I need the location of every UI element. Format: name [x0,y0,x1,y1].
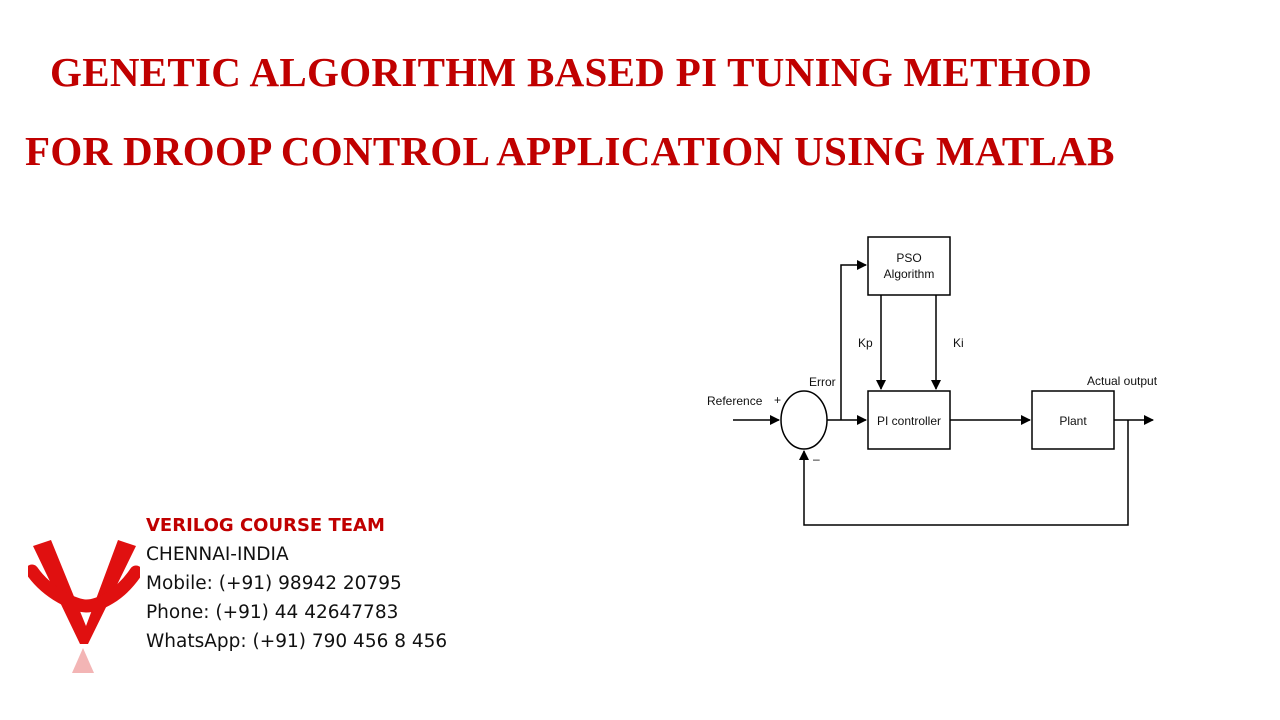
plant-label: Plant [1059,414,1087,428]
actual-output-label: Actual output [1087,374,1158,388]
pso-label-1: PSO [896,251,921,265]
kp-label: Kp [858,336,873,350]
whatsapp-text: WhatsApp: (+91) 790 456 8 456 [146,631,448,652]
verilog-logo-icon [28,540,140,673]
mobile-text: Mobile: (+91) 98942 20795 [146,573,402,594]
minus-sign: – [813,452,820,466]
pso-block [867,236,951,296]
phone-text: Phone: (+91) 44 42647783 [146,602,399,623]
title-line-2: FOR DROOP CONTROL APPLICATION USING MATL… [25,128,1115,174]
title-line-1: GENETIC ALGORITHM BASED PI TUNING METHOD [50,49,1093,95]
error-to-pso-arrow [840,260,867,420]
location-text: CHENNAI-INDIA [146,544,289,565]
reference-label: Reference [707,394,763,408]
error-label: Error [809,375,836,389]
team-name: VERILOG COURSE TEAM [146,515,385,536]
plus-sign: + [774,393,781,407]
pi-controller-label: PI controller [877,414,941,428]
ki-label: Ki [953,336,964,350]
summing-junction [780,390,828,450]
pso-label-2: Algorithm [884,267,935,281]
feedback-path [799,420,1129,526]
contact-block: VERILOG COURSE TEAM CHENNAI-INDIA Mobile… [146,511,447,656]
